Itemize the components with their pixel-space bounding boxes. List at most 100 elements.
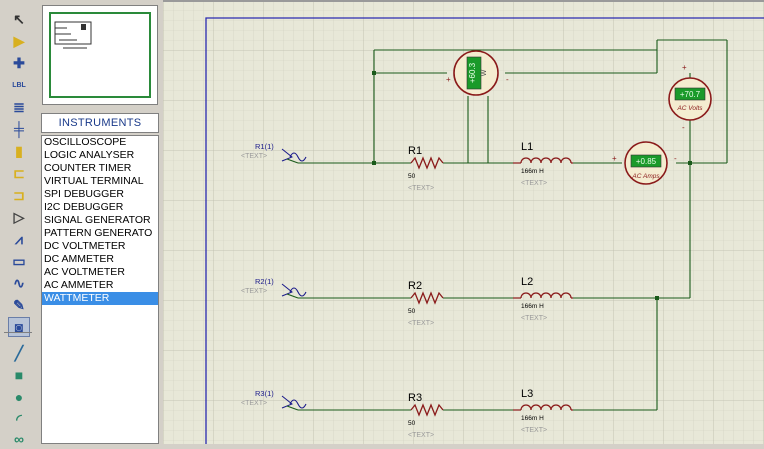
resistor-ref: R1 xyxy=(408,145,422,157)
sine-wave-icon xyxy=(289,152,307,162)
instrument-item[interactable]: DC AMMETER xyxy=(44,253,115,265)
source-label: R1(1) xyxy=(255,142,274,151)
instrument-item[interactable]: SIGNAL GENERATOR xyxy=(44,214,151,226)
arc-tool-icon-glyph: ◜ xyxy=(16,410,22,427)
instrument-item[interactable]: DC VOLTMETER xyxy=(44,240,126,252)
resistor-zigzag xyxy=(410,156,444,170)
ac-ammeter[interactable]: +0.85 AC Amps + - xyxy=(612,141,677,185)
ammeter-reading: +0.85 xyxy=(636,157,657,166)
terminals-icon[interactable]: ⊏ xyxy=(8,163,30,183)
resistor-ref: R2 xyxy=(408,280,422,292)
line-tool-icon[interactable]: ╱ xyxy=(8,343,30,363)
canvas-top-edge xyxy=(163,0,764,2)
ammeter-display xyxy=(630,154,662,168)
source-text-placeholder: <TEXT> xyxy=(241,153,267,160)
source-terminal-icon xyxy=(281,283,293,297)
instrument-item[interactable]: I2C DEBUGGER xyxy=(44,201,124,213)
voltmeter-reading: +70.7 xyxy=(680,90,701,99)
ac-voltmeter[interactable]: +70.7 AC Volts + - xyxy=(668,63,712,132)
subcircuit-icon[interactable]: ▮ xyxy=(8,141,30,161)
virtual-instruments-icon[interactable]: ◙ xyxy=(8,317,30,337)
selection-mode-icon[interactable]: ↖ xyxy=(8,9,30,29)
wattmeter[interactable]: +60.3 W + - xyxy=(446,50,509,96)
tape-recorder-icon[interactable]: ⩘ xyxy=(8,229,30,249)
resistor-ref: R3 xyxy=(408,392,422,404)
source-lead xyxy=(286,293,299,299)
source-lead xyxy=(286,405,299,411)
text-script-icon[interactable]: ≣ xyxy=(8,97,30,117)
inductor-value: 166m H xyxy=(521,303,544,310)
circle-tool-icon[interactable]: ● xyxy=(8,387,30,407)
inductor-text-placeholder: <TEXT> xyxy=(521,427,547,434)
inductor-ref: L3 xyxy=(521,388,533,400)
circle-tool-icon-glyph: ● xyxy=(14,389,24,405)
terminals-icon-glyph: ⊏ xyxy=(13,164,25,181)
overview-viewport-frame[interactable] xyxy=(49,12,151,98)
box-tool-icon[interactable]: ■ xyxy=(8,365,30,385)
graph-icon-glyph: ▷ xyxy=(13,208,25,225)
path-tool-icon-glyph: ∞ xyxy=(14,431,24,447)
instrument-item[interactable]: PATTERN GENERATO xyxy=(44,227,153,239)
ac-source-3[interactable]: R3(1)<TEXT> xyxy=(241,389,307,411)
overview-thumbnail xyxy=(54,21,92,49)
voltmeter-unit: AC Volts xyxy=(676,105,703,112)
arc-tool-icon[interactable]: ◜ xyxy=(8,409,30,429)
instrument-item[interactable]: AC AMMETER xyxy=(44,279,114,291)
instrument-item[interactable]: LOGIC ANALYSER xyxy=(44,149,135,161)
instruments-header: INSTRUMENTS xyxy=(41,113,159,133)
voltage-probe-icon[interactable]: ∿ xyxy=(8,273,30,293)
device-pins-icon[interactable]: ⊐ xyxy=(8,185,30,205)
source-terminal-icon xyxy=(281,395,293,409)
generator-icon-glyph: ▭ xyxy=(12,252,26,269)
sheet-border xyxy=(205,17,764,444)
ac-source-2[interactable]: R2(1)<TEXT> xyxy=(241,277,307,299)
generator-icon[interactable]: ▭ xyxy=(8,251,30,271)
instrument-item[interactable]: SPI DEBUGGER xyxy=(44,188,124,200)
component-mode-icon[interactable]: ▶ xyxy=(8,31,30,51)
inductor-coil xyxy=(520,292,572,299)
voltmeter-display xyxy=(674,87,706,101)
inductor-ref: L1 xyxy=(521,141,533,153)
schematic-drawing[interactable]: R1(1)<TEXT>R2(1)<TEXT>R3(1)<TEXT> R150<T… xyxy=(163,0,764,444)
buses-icon[interactable]: ╪ xyxy=(8,119,30,139)
inductor-text-placeholder: <TEXT> xyxy=(521,180,547,187)
toolbar-separator xyxy=(4,332,32,333)
instrument-item[interactable]: COUNTER TIMER xyxy=(44,162,132,174)
wattmeter-reading: +60.3 xyxy=(468,62,477,83)
wire-label-icon[interactable]: LBL xyxy=(8,75,30,95)
ammeter-unit: AC Amps xyxy=(631,173,660,180)
inductor-ref: L2 xyxy=(521,276,533,288)
current-probe-icon[interactable]: ✎ xyxy=(8,295,30,315)
ammeter-minus-pin: - xyxy=(674,154,677,163)
voltmeter-plus-pin: + xyxy=(682,63,687,72)
current-probe-icon-glyph: ✎ xyxy=(13,296,25,313)
instrument-item[interactable]: VIRTUAL TERMINAL xyxy=(44,175,144,187)
wires xyxy=(298,39,728,411)
graph-icon[interactable]: ▷ xyxy=(8,207,30,227)
ac-source-1[interactable]: R1(1) <TEXT> xyxy=(241,142,307,164)
path-tool-icon[interactable]: ∞ xyxy=(8,429,30,449)
source-text-placeholder: <TEXT> xyxy=(241,288,267,295)
component-mode-icon-glyph: ▶ xyxy=(13,32,25,49)
junction-dot-icon[interactable]: ✚ xyxy=(8,53,30,73)
instrument-item[interactable]: AC VOLTMETER xyxy=(44,266,125,278)
resistor-value: 50 xyxy=(408,308,416,315)
instrument-item[interactable]: WATTMETER xyxy=(42,292,158,305)
overview-window[interactable] xyxy=(42,5,158,105)
instrument-item[interactable]: OSCILLOSCOPE xyxy=(44,136,127,148)
wire-label-icon-glyph: LBL xyxy=(12,81,26,89)
tape-recorder-icon-glyph: ⩘ xyxy=(15,230,23,247)
buses-icon-glyph: ╪ xyxy=(14,121,24,137)
wattmeter-minus-pin: - xyxy=(506,75,509,84)
